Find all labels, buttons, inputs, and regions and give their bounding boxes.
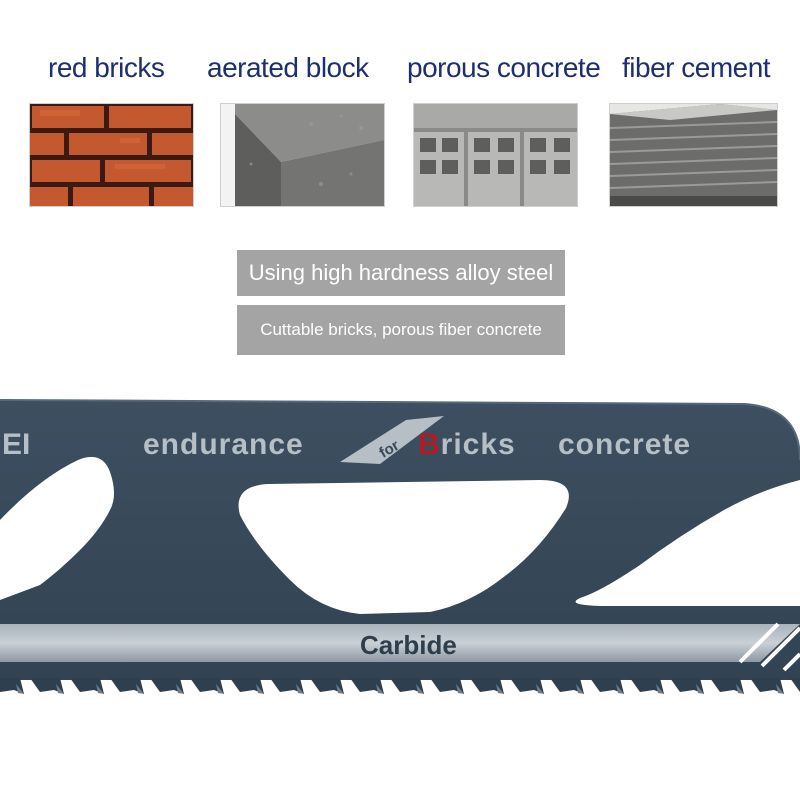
material-label-aerated-block: aerated block (207, 52, 369, 83)
saw-tooth-tip (136, 684, 144, 694)
material-label-porous-concrete: porous concrete (407, 52, 601, 83)
saw-tooth (150, 678, 184, 694)
material-label-fiber-cement: fiber cement (622, 52, 771, 83)
saw-tooth (670, 678, 704, 694)
saw-tooth (390, 678, 424, 694)
blade-word-concrete: concrete (558, 428, 691, 461)
saw-tooth (310, 678, 344, 694)
saw-tooth-tip (776, 684, 784, 694)
material-label-red-bricks: red bricks (48, 52, 165, 83)
hollow-concrete-blocks-image (414, 104, 577, 206)
saw-tooth-tip (96, 684, 104, 694)
red-brick-wall-image (30, 104, 193, 206)
blade-cutout-left (0, 456, 114, 600)
aerated-block-image (221, 104, 384, 206)
saw-tooth (630, 678, 664, 694)
saw-tooth (750, 678, 784, 694)
saw-tooth-tip (336, 684, 344, 694)
fiber-cement-boards-image (610, 104, 777, 206)
saw-tooth (270, 678, 304, 694)
carbide-stripe (0, 624, 800, 662)
saw-tooth (430, 678, 464, 694)
saw-tooth-tip (216, 684, 224, 694)
for-badge-slash (340, 416, 444, 464)
blade-stripe-carbide: Carbide (360, 630, 457, 660)
saw-tooth (470, 678, 504, 694)
saw-tooth (550, 678, 584, 694)
saw-tooth (790, 678, 800, 692)
saw-tooth (30, 678, 64, 694)
saw-tooth-tip (696, 684, 704, 694)
blade-word-bricks: Bricks (418, 428, 516, 461)
blade-teeth (0, 678, 800, 694)
saw-tooth-tip (416, 684, 424, 694)
saw-tooth (70, 678, 104, 694)
saw-tooth (350, 678, 384, 694)
saw-tooth-tip (656, 684, 664, 694)
saw-tooth-tip (16, 684, 24, 694)
saw-tooth (110, 678, 144, 694)
saw-tooth-tip (616, 684, 624, 694)
saw-blade: EI endurance for Bricks concrete Carbide (0, 399, 800, 694)
saw-tooth-tip (56, 684, 64, 694)
saw-tooth (510, 678, 544, 694)
blade-cutout-center (238, 480, 569, 614)
saw-tooth-tip (496, 684, 504, 694)
saw-tooth-tip (376, 684, 384, 694)
stripe-slash-marks (738, 622, 800, 672)
blade-brand-fragment: EI (2, 428, 30, 461)
saw-tooth-tip (576, 684, 584, 694)
saw-tooth (710, 678, 744, 694)
saw-tooth (190, 678, 224, 694)
saw-tooth (590, 678, 624, 694)
banner-cuttable-materials: Cuttable bricks, porous fiber concrete (237, 305, 565, 355)
blade-cutout-right (575, 480, 800, 606)
saw-tooth (230, 678, 264, 694)
saw-tooth-tip (256, 684, 264, 694)
saw-tooth-tip (736, 684, 744, 694)
saw-tooth-tip (536, 684, 544, 694)
blade-word-endurance: endurance (143, 428, 304, 461)
saw-tooth-tip (296, 684, 304, 694)
saw-tooth-tip (176, 684, 184, 694)
banner-alloy-steel: Using high hardness alloy steel (237, 250, 565, 296)
saw-tooth-tip (456, 684, 464, 694)
